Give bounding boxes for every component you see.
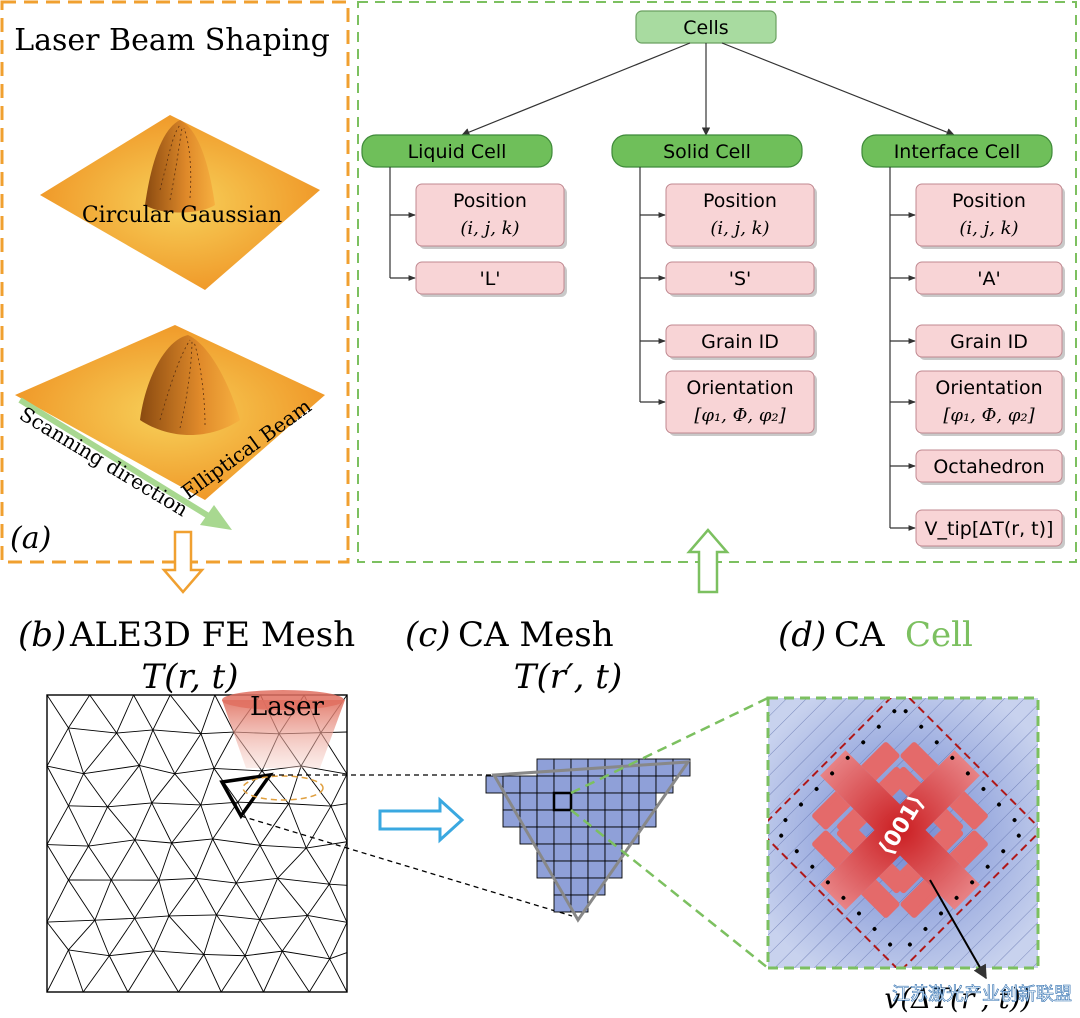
panel-d-tag: (d) [778, 615, 826, 655]
panel-c-title: CA Mesh [458, 615, 614, 655]
tree-header-label: Interface Cell [894, 141, 1021, 163]
tree-item: Grain ID [665, 324, 817, 360]
tree-item-line1: 'S' [729, 268, 752, 290]
panel-d-title-prefix: CA [834, 615, 885, 655]
ca-element-outline [491, 760, 692, 923]
tree-item-line1: Grain ID [950, 331, 1028, 353]
tree-item-line1: V_tip[ΔT(r, t)] [925, 518, 1054, 540]
tree-item: 'S' [665, 261, 817, 297]
tree-header-label: Liquid Cell [408, 141, 507, 163]
tree-item: Position (i, j, k) [415, 183, 567, 249]
ca-cell-frame [766, 696, 1040, 970]
blue-right-arrow [378, 796, 465, 844]
panel-c-formula: T(r′, t) [514, 657, 622, 697]
tree-root: Cells [635, 10, 777, 44]
panel-d-title-colored: Cell [905, 615, 973, 655]
panel-b: (b) ALE3D FE Mesh T(r, t) Laser [18, 615, 355, 993]
growth-velocity-arrow [929, 879, 987, 980]
ca-selected-cell [552, 791, 573, 812]
orange-down-arrow [161, 530, 205, 594]
panel-a: Laser Beam Shaping Circular Gaussian Ell… [0, 0, 350, 564]
highlighted-fe-element [219, 772, 274, 820]
tree-item: Grain ID [915, 324, 1065, 360]
dendrite-grain [768, 698, 1038, 968]
tree-item-line1: Orientation [935, 377, 1042, 399]
tree-item: V_tip[ΔT(r, t)] [915, 509, 1065, 549]
laser-label: Laser [250, 692, 324, 722]
tree-item: Octahedron [915, 449, 1065, 485]
tree-item-line2: (i, j, k) [460, 218, 519, 239]
grain-octahedron-dots [779, 709, 1021, 947]
tree-item-line2: [φ₁, Φ, φ₂] [943, 405, 1035, 426]
tree-item-line1: Octahedron [933, 456, 1044, 478]
tree-header-1: Solid Cell [611, 134, 803, 168]
tree-item: Position (i, j, k) [665, 183, 817, 249]
green-up-arrow [686, 528, 730, 594]
tree-item-line1: Grain ID [701, 331, 779, 353]
circular-gaussian-beam: Circular Gaussian [40, 115, 320, 290]
tree-item: 'L' [415, 261, 567, 297]
laser-footprint [242, 775, 324, 801]
panel-a-tag: (a) [10, 521, 51, 556]
zoom-line-green-top [570, 696, 769, 795]
panel-b-formula: T(r, t) [141, 657, 238, 697]
ca-mesh-grid [485, 758, 691, 913]
panel-a-title: Laser Beam Shaping [14, 23, 330, 58]
tree-header-2: Interface Cell [861, 134, 1053, 168]
panel-d: (d) CA Cell ⟨001⟩ v(ΔT(r′, t)) [766, 615, 1040, 1015]
tree-item-line1: 'L' [479, 268, 500, 290]
panel-c: (c) CA Mesh T(r′, t) [405, 615, 692, 923]
connector-root-liquid [461, 42, 691, 137]
elliptical-beam: Elliptical Beam [15, 325, 325, 504]
velocity-label: v(ΔT(r′, t)) [884, 982, 1031, 1015]
watermark-text: 江苏激光产业创新联盟 [892, 984, 1072, 1005]
panel-c-tag: (c) [405, 615, 451, 655]
tree-item-line2: (i, j, k) [710, 218, 769, 239]
tree-item-line1: 'A' [977, 268, 1000, 290]
zoom-line-green-bottom [570, 809, 769, 969]
tree-item-line2: (i, j, k) [959, 218, 1018, 239]
tree-root-label: Cells [683, 17, 728, 39]
tree-item-line1: Position [703, 190, 777, 212]
zoom-line-bottom [240, 815, 573, 917]
tree-header-label: Solid Cell [663, 141, 751, 163]
panel-b-title: ALE3D FE Mesh [69, 615, 355, 655]
tree-item: Orientation [φ₁, Φ, φ₂] [915, 370, 1065, 436]
tree-item-line1: Position [952, 190, 1026, 212]
panel-b-tag: (b) [18, 615, 66, 655]
tree-item: Orientation [φ₁, Φ, φ₂] [665, 370, 817, 436]
tree-header-0: Liquid Cell [361, 134, 553, 168]
tree-item-line1: Position [453, 190, 527, 212]
tree-item-line2: [φ₁, Φ, φ₂] [694, 405, 786, 426]
circular-gaussian-label: Circular Gaussian [82, 203, 282, 228]
laser-cone: Laser [222, 690, 345, 768]
connector-root-interface [721, 42, 955, 137]
tree-item-line1: Orientation [686, 377, 793, 399]
tree-item: 'A' [915, 261, 1065, 297]
tree-item: Position (i, j, k) [915, 183, 1065, 249]
